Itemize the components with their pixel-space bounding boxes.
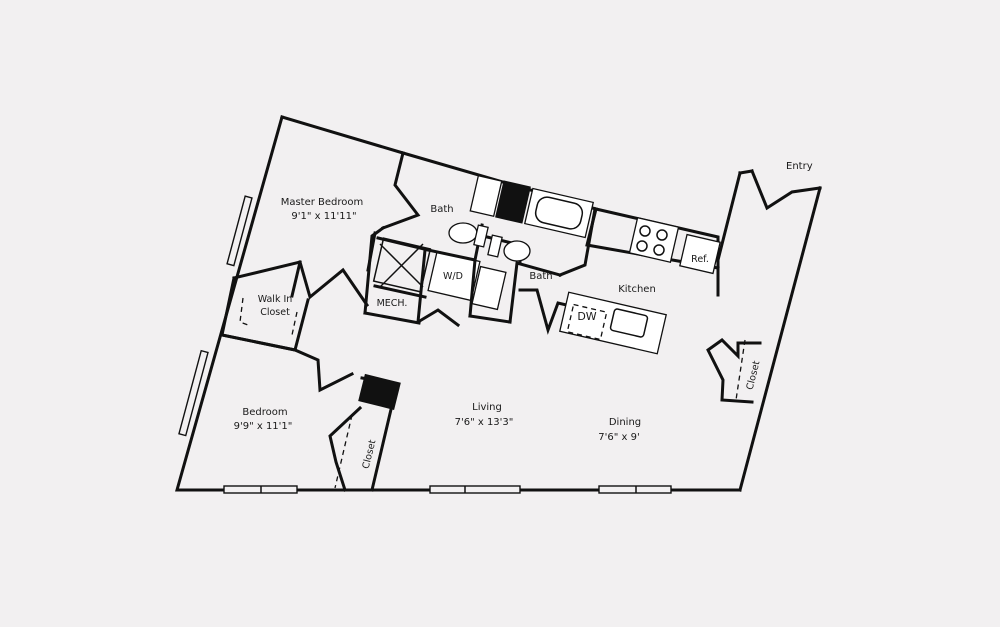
walk-in-closet-label-1: Walk In bbox=[258, 294, 293, 305]
range bbox=[628, 216, 680, 264]
living-label: Living bbox=[472, 402, 502, 413]
closet-bedroom-label: Closet bbox=[361, 438, 379, 470]
window-bottom-2 bbox=[429, 485, 521, 494]
mech-label: MECH. bbox=[377, 298, 408, 309]
master-bedroom-walls bbox=[232, 151, 421, 308]
kitchen-label: Kitchen bbox=[618, 284, 656, 295]
entry-door bbox=[750, 169, 822, 211]
window-bedroom bbox=[178, 349, 209, 437]
refrigerator-box bbox=[679, 233, 721, 275]
toilet-hall bbox=[503, 240, 531, 262]
toilet-master bbox=[448, 222, 478, 244]
bathtub bbox=[523, 187, 595, 239]
shower bbox=[372, 237, 432, 293]
window-bottom-3 bbox=[598, 485, 672, 494]
dining-label: Dining bbox=[609, 417, 641, 428]
room-labels: Entry Master Bedroom 9'1" x 11'11" Bath … bbox=[234, 161, 813, 470]
kitchen-island bbox=[559, 291, 667, 355]
sink bbox=[609, 308, 649, 338]
dining-dims: 7'6" x 9' bbox=[598, 432, 639, 443]
master-bedroom-dims: 9'1" x 11'11" bbox=[291, 211, 356, 222]
refrigerator-label: Ref. bbox=[691, 254, 709, 265]
bath-master-label: Bath bbox=[430, 204, 453, 215]
master-bedroom-label: Master Bedroom bbox=[281, 197, 364, 208]
walk-in-closet-label-2: Closet bbox=[260, 307, 290, 318]
bath-hall-label: Bath bbox=[529, 271, 552, 282]
washer-dryer-label: W/D bbox=[443, 271, 463, 282]
chase-bedroom bbox=[358, 373, 401, 410]
window-master bbox=[226, 195, 253, 267]
vanity-master bbox=[469, 174, 503, 218]
bedroom-walls bbox=[220, 333, 401, 492]
bath-core-walls bbox=[363, 174, 597, 335]
kitchen-fixtures bbox=[559, 207, 721, 355]
entry-closet-walls bbox=[706, 338, 762, 404]
chase-bath bbox=[495, 180, 531, 224]
windows bbox=[178, 195, 672, 494]
entry-label: Entry bbox=[786, 161, 813, 172]
bedroom-dims: 9'9" x 11'1" bbox=[234, 421, 293, 432]
living-dims: 7'6" x 13'3" bbox=[455, 417, 514, 428]
dishwasher-label: DW bbox=[577, 310, 596, 323]
bedroom-label: Bedroom bbox=[242, 407, 287, 418]
closet-entry-label: Closet bbox=[745, 359, 763, 391]
vanity-hall bbox=[471, 265, 507, 311]
